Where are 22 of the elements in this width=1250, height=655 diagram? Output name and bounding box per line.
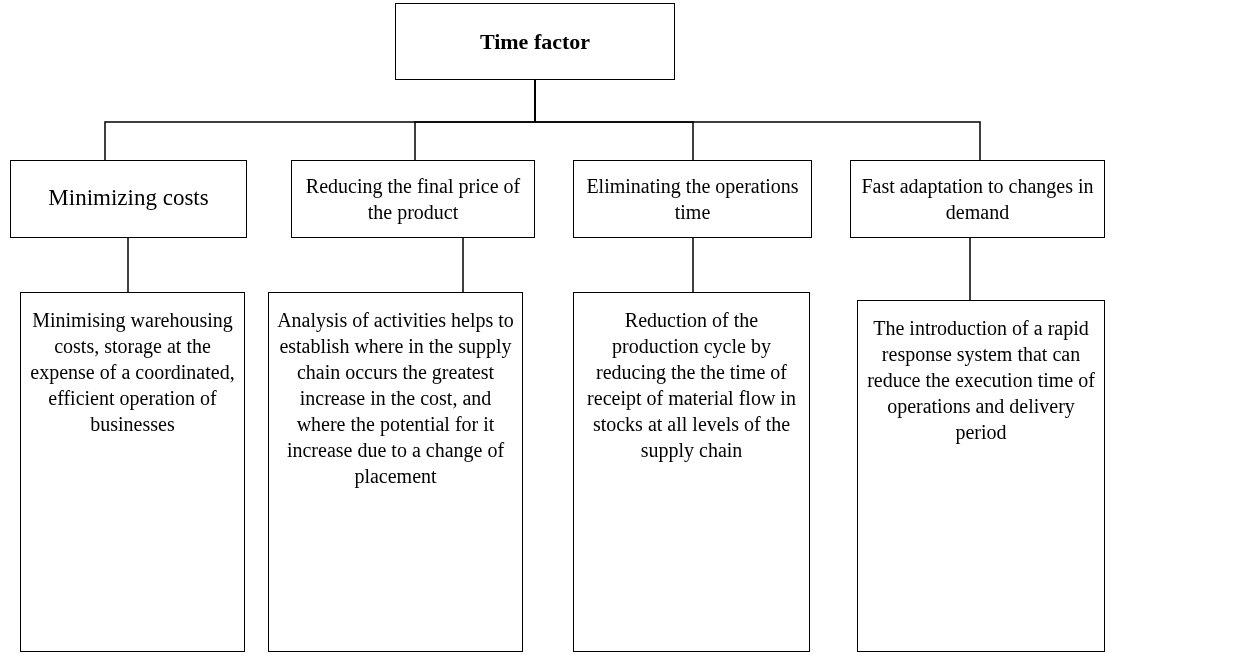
- text-box: [268, 292, 523, 652]
- box-text: Reducing the final price of the product: [304, 174, 522, 225]
- text-box: [850, 160, 1105, 238]
- connector-line: [127, 237, 129, 293]
- text-box: [857, 300, 1105, 652]
- box-text: Minimizing costs: [47, 184, 210, 212]
- text-box: [10, 160, 247, 238]
- box-text: Minimising warehousing costs, storage at the expense of a coordinated, efficient operation of businesses: [29, 308, 236, 437]
- box-text: Eliminating the operations time: [585, 174, 800, 225]
- title-text: Time factor: [478, 28, 592, 56]
- box-text: Fast adaptation to changes in demand: [860, 174, 1095, 225]
- connector-line: [692, 237, 694, 293]
- box-text: Analysis of activities helps to establish where in the supply chain occurs the greatest increase in the cost, and where the potential for it increase due to a change of placement: [276, 308, 515, 489]
- connector-line: [969, 237, 971, 301]
- box-text: Reduction of the production cycle by reducing the the time of receipt of material flow in stocks at all levels of the supply chain: [586, 308, 797, 463]
- box-text: The introduction of a rapid response system that can reduce the execution time of operations and delivery period: [866, 316, 1096, 445]
- title-box: [395, 3, 675, 80]
- connector-line: [462, 237, 464, 293]
- text-box: [20, 292, 245, 652]
- text-box: [573, 292, 810, 652]
- text-box: [573, 160, 812, 238]
- text-box: [291, 160, 535, 238]
